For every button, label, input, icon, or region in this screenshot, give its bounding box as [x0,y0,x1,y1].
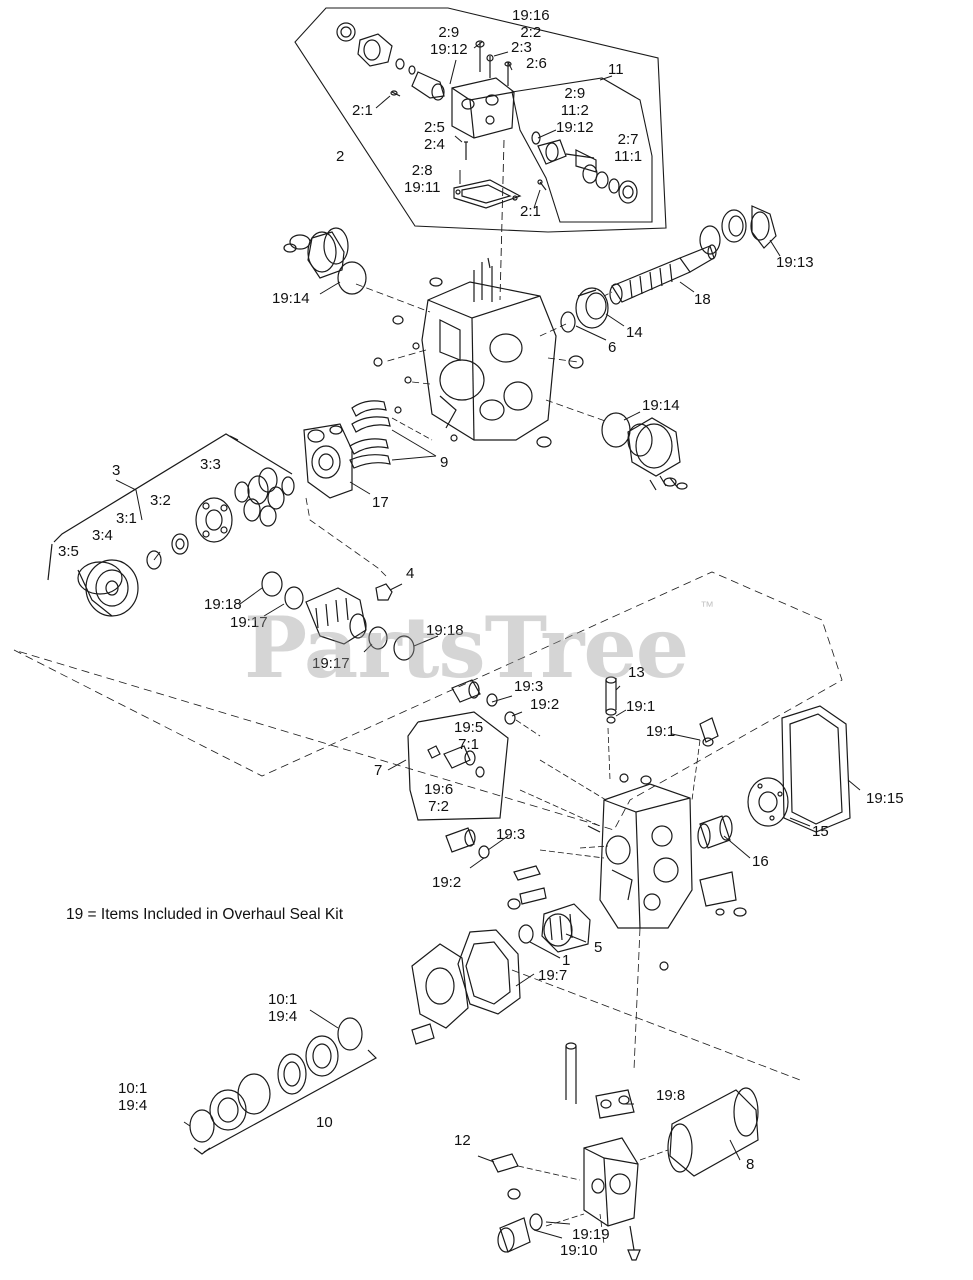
callout-2-3: 2:3 [511,39,532,56]
callout-19-18-right: 19:18 [426,622,464,639]
callout-19-2-lower: 19:2 [432,874,462,891]
callout-10: 10 [316,1114,333,1131]
callout-5: 5 [594,939,603,956]
callout-2-1-left: 2:1 [352,102,373,119]
callout-8: 8 [746,1156,755,1173]
group-10-outline [193,1049,377,1155]
group-2-parts [336,22,638,209]
lower-fittings [445,825,601,910]
end-plate-15 [747,777,789,827]
callout-2-6: 2:6 [526,55,547,72]
group-2-outline [294,7,667,233]
callout-7: 7 [374,762,383,779]
callout-11: 11 [608,61,624,78]
callout-3-2: 3:2 [150,492,171,509]
servo-seals [261,571,415,661]
callout-3: 3 [112,462,121,479]
callout-6: 6 [608,339,617,356]
callout-12: 12 [454,1132,471,1149]
callout-3-1: 3:1 [116,510,137,527]
upper-housing [283,227,609,448]
callout-19-18-left: 19:18 [204,596,242,613]
trademark-symbol: ™ [700,598,714,614]
upper-fittings [451,679,541,737]
swashplate-17 [303,423,387,577]
group-10-parts [189,1017,363,1143]
callout-9: 9 [440,454,449,471]
callout-3-3: 3:3 [200,456,221,473]
cover-gasket-19-7 [411,929,801,1081]
charge-pump-5 [518,903,591,953]
gasket-19-15 [781,705,851,833]
callout-16: 16 [752,853,769,870]
lower-center-housing [519,739,701,1071]
callout-19-17-right: 19:17 [312,655,350,672]
callout-19-10: 19:10 [560,1242,598,1259]
callout-19-14-left: 19:14 [272,290,310,307]
side-cover [699,871,747,917]
callout-14: 14 [626,324,643,341]
seal-kit-note: 19 = Items Included in Overhaul Seal Kit [66,906,344,923]
leader-lines [115,41,861,1239]
callout-19-3-lower: 19:3 [496,826,526,843]
right-cylinder-block [601,412,688,491]
group-7-outline [407,711,509,821]
filter-8 [639,1087,759,1177]
callout-13: 13 [628,664,645,681]
callout-19-7: 19:7 [538,967,568,984]
shaft-seal-19-13 [699,205,777,255]
filter-head [491,1042,641,1261]
callout-19-17-left: 19:17 [230,614,268,631]
callout-19-19: 19:19 [572,1226,610,1243]
callout-19-14-right: 19:14 [642,397,680,414]
callout-18: 18 [694,291,711,308]
callout-3-5: 3:5 [58,543,79,560]
callout-2-1-right: 2:1 [520,203,541,220]
callout-15: 15 [812,823,829,840]
callout-4: 4 [406,565,415,582]
center-axis-line [499,139,505,301]
callout-2: 2 [336,148,345,165]
callout-19-8: 19:8 [656,1087,686,1104]
group-7-parts [427,745,485,778]
callout-19-2-upper: 19:2 [530,696,560,713]
partstree-watermark: PartsTree [244,598,689,697]
stud-13 [605,676,617,781]
right-fitting-19-1 [699,717,719,747]
ring-6 [560,311,576,333]
swashplate-bearings-9 [349,400,433,469]
callout-19-13: 19:13 [776,254,814,271]
callout-19-3-upper: 19:3 [514,678,544,695]
group-3-parts [77,467,295,617]
callout-19-15: 19:15 [866,790,904,807]
callout-19-1-center: 19:1 [626,698,656,715]
callout-3-4: 3:4 [92,527,113,544]
callout-17: 17 [372,494,389,511]
lower-assembly-envelope [13,571,843,831]
part-4 [375,583,393,601]
bearing-14 [575,287,609,329]
group-3-outline [47,433,293,581]
callout-19-1-right: 19:1 [646,723,676,740]
callout-1: 1 [562,952,571,969]
bushing-16 [697,815,733,849]
